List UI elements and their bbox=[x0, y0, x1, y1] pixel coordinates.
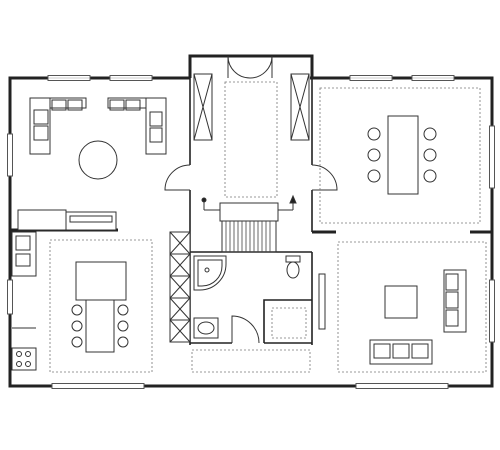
window-bottom-right bbox=[355, 383, 449, 389]
door-swing-left bbox=[164, 164, 191, 191]
dining-room-chairs-left bbox=[367, 127, 381, 183]
bathroom bbox=[191, 255, 326, 373]
window-right-2 bbox=[489, 279, 495, 343]
bathroom-sink bbox=[193, 317, 219, 339]
front-door-swing bbox=[227, 55, 273, 79]
dining-table bbox=[85, 299, 115, 353]
shower bbox=[271, 307, 307, 339]
round-coffee-table bbox=[78, 140, 118, 180]
tv-console bbox=[65, 211, 117, 231]
sofa-right bbox=[107, 97, 167, 155]
corner-bathtub bbox=[193, 255, 227, 291]
bath-drain bbox=[204, 267, 210, 273]
dining-room bbox=[319, 87, 481, 224]
toilet bbox=[285, 255, 301, 279]
front-door-frame bbox=[224, 81, 278, 198]
dining-chairs-right bbox=[117, 304, 129, 348]
stair-landing bbox=[219, 202, 279, 222]
living-room bbox=[17, 97, 167, 231]
lounge bbox=[337, 241, 487, 373]
stove bbox=[11, 347, 37, 371]
stair-flight bbox=[221, 220, 277, 253]
window-left-2 bbox=[7, 279, 13, 315]
sofa-left bbox=[29, 97, 87, 155]
kitchen-rug bbox=[49, 239, 153, 373]
long-dining-table bbox=[387, 115, 419, 195]
door-swing-right bbox=[311, 164, 338, 191]
hall-runner bbox=[191, 349, 311, 373]
stair-treads bbox=[225, 221, 271, 252]
bathroom-door-swing bbox=[231, 315, 260, 344]
sideboard bbox=[17, 209, 67, 231]
dining-chairs-left bbox=[71, 304, 83, 348]
kitchen-island bbox=[75, 261, 127, 301]
radiator-panel bbox=[318, 273, 326, 330]
dining-room-chairs-right bbox=[423, 127, 437, 183]
lounge-coffee-table bbox=[384, 285, 418, 319]
window-left-1 bbox=[7, 133, 13, 177]
lounge-sofa bbox=[369, 339, 433, 365]
windows bbox=[7, 75, 495, 389]
entry-hall bbox=[164, 55, 338, 198]
window-right-1 bbox=[489, 125, 495, 189]
lounge-rug bbox=[337, 241, 487, 373]
armchair-sofa-right bbox=[443, 269, 467, 333]
kitchen bbox=[11, 231, 153, 373]
staircase bbox=[201, 194, 297, 253]
dining-room-rug bbox=[319, 87, 481, 224]
window-bottom-left bbox=[51, 383, 145, 389]
storage-shelves bbox=[169, 231, 191, 343]
